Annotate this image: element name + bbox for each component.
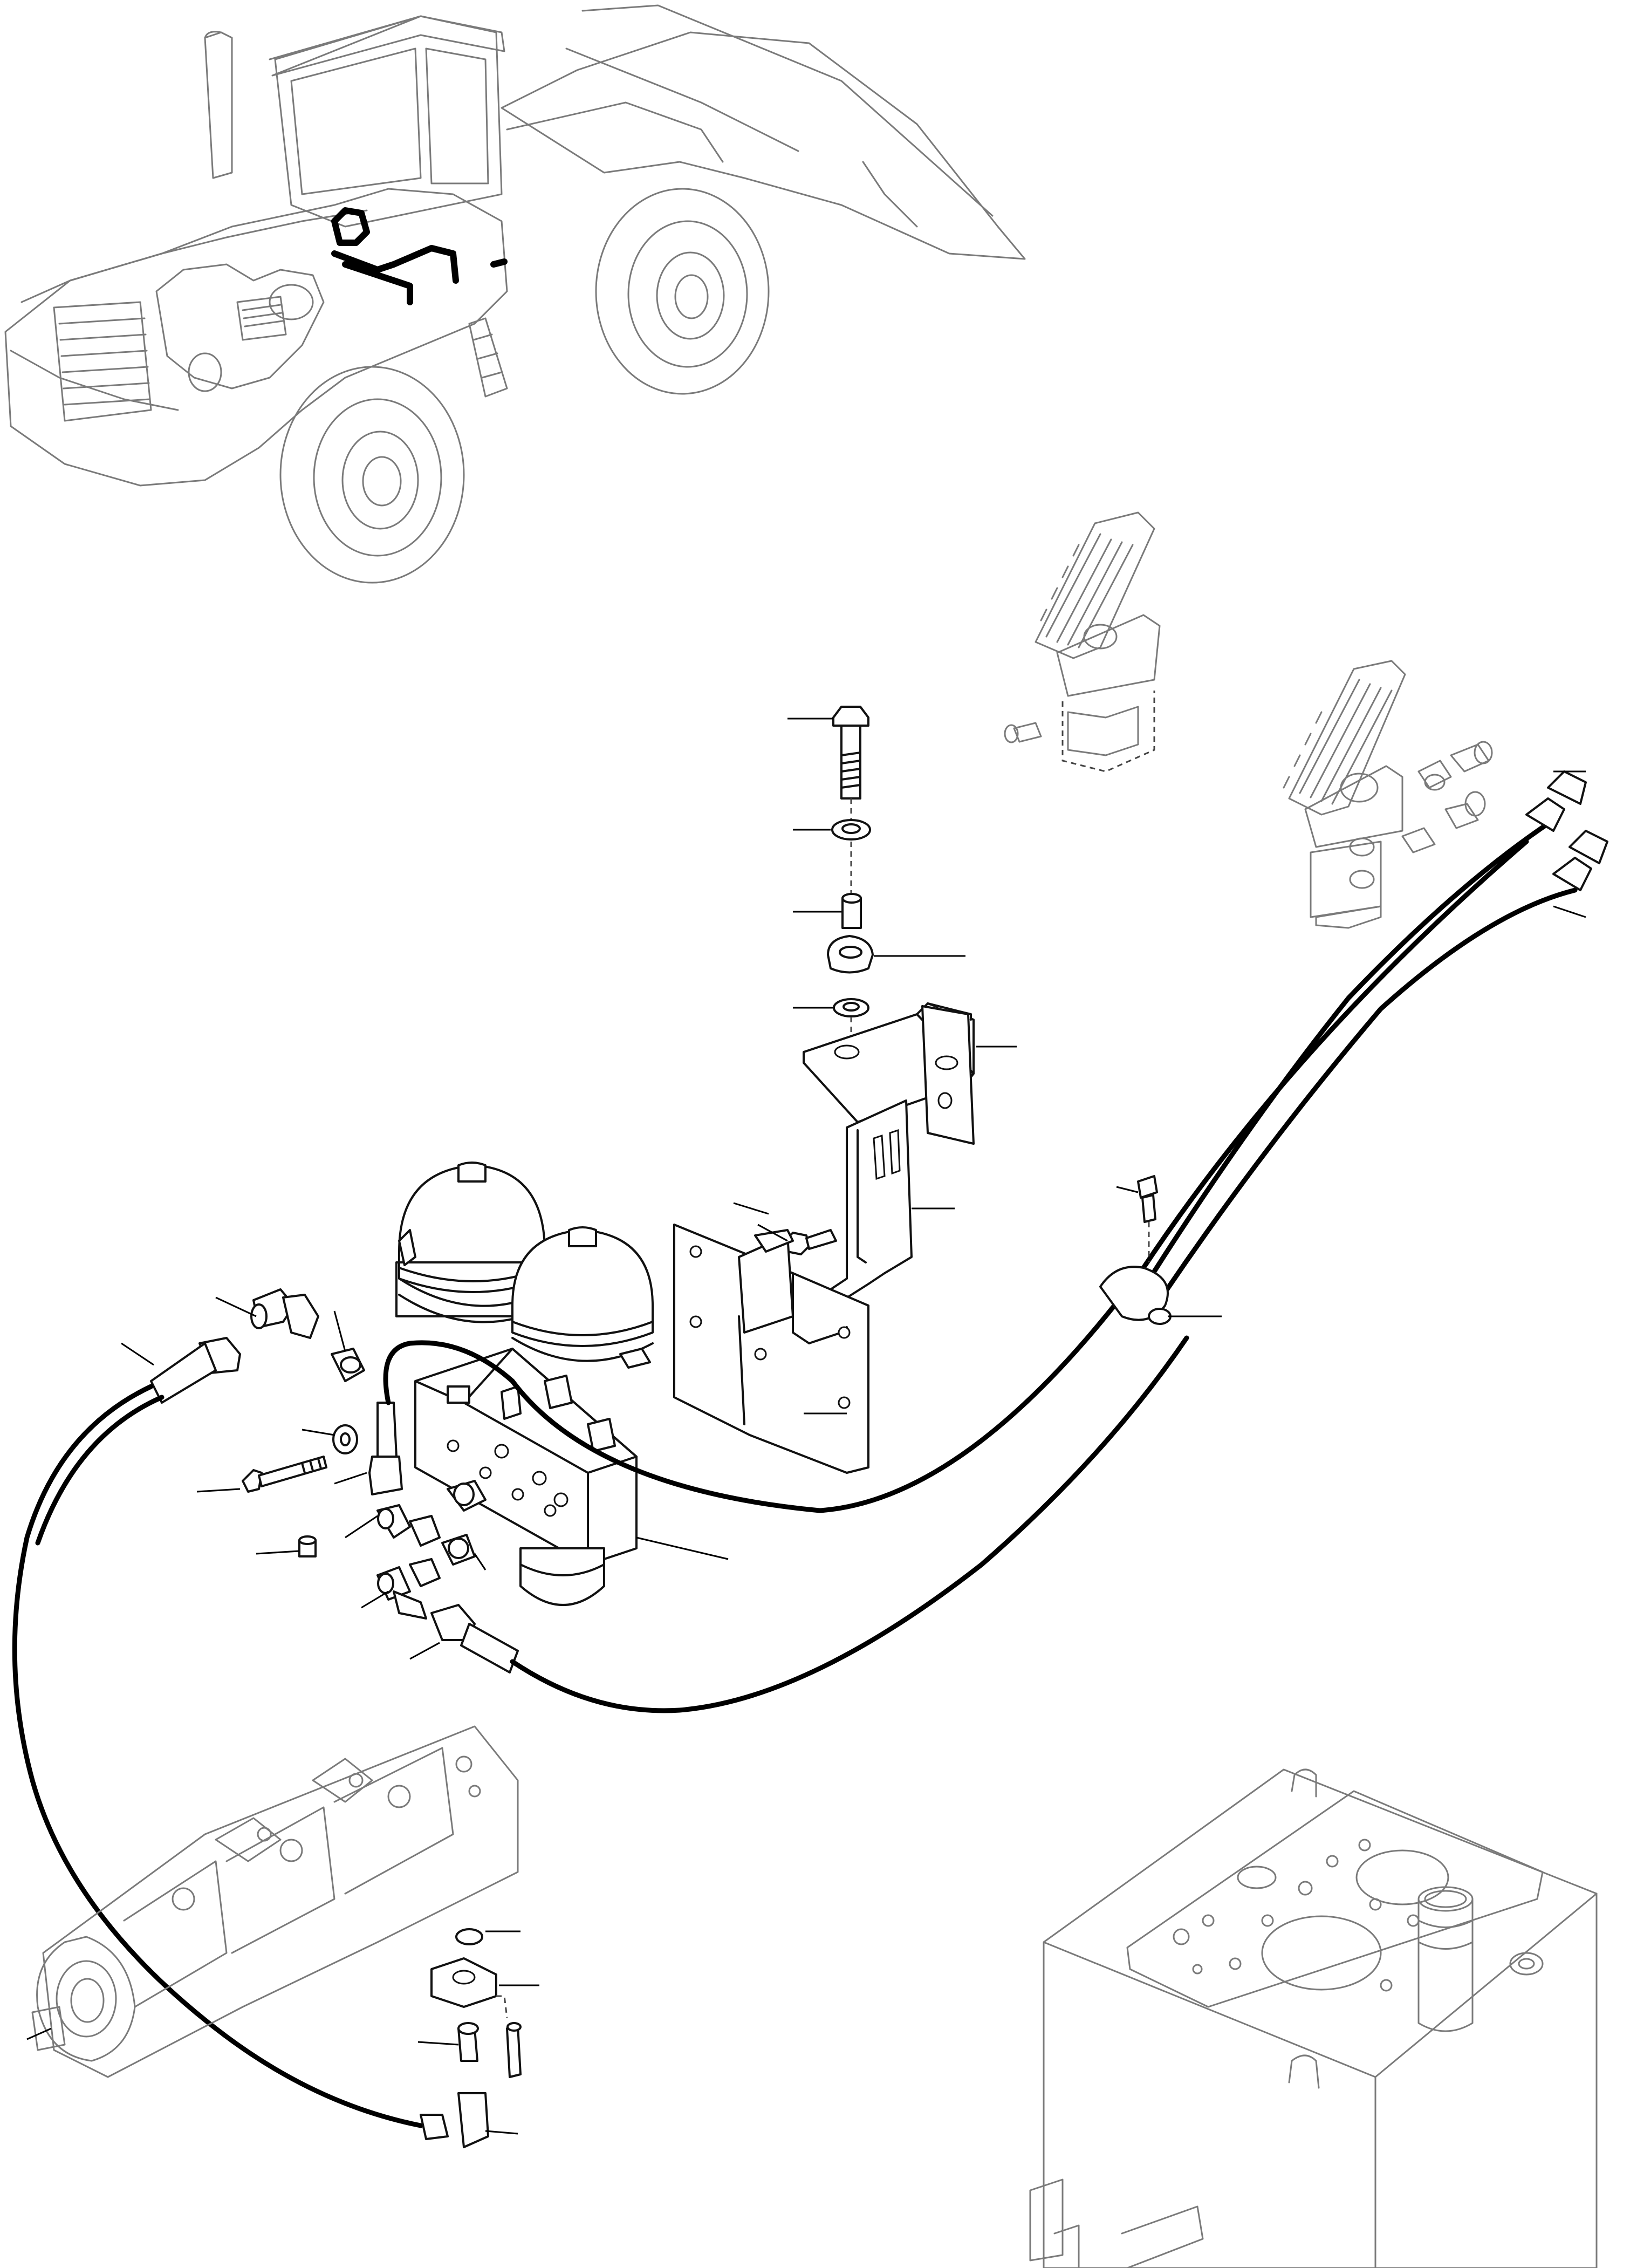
wheel-loader-icon <box>4 4 1026 584</box>
mounting-plate-icon <box>673 1224 869 1474</box>
fittings-icon <box>150 1288 519 1673</box>
hydraulic-hoses <box>12 770 1608 2148</box>
pilot-control-valve-lower-icon <box>1283 660 1493 929</box>
hex-bolt-icon <box>784 1229 837 1255</box>
hydraulic-tank-icon <box>1029 1768 1598 2268</box>
pilot-control-valve-upper-icon <box>1004 511 1161 773</box>
mounting-bolt-stack-icon <box>827 706 874 1041</box>
upper-bracket-icon <box>803 1002 975 1145</box>
callout-leader-lines <box>26 718 1586 2135</box>
hose-clamp-icon <box>1099 1175 1172 1325</box>
hydraulic-gear-pump-icon <box>31 1725 522 2078</box>
accumulator-block-icon <box>395 1162 654 1606</box>
